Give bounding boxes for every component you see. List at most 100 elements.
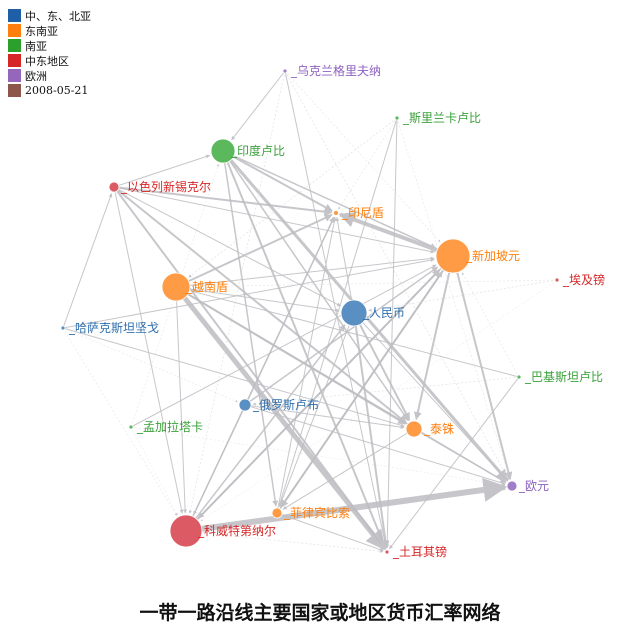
legend-item-north-asia[interactable]: 中、东、北亚 — [8, 8, 91, 23]
node-label: _土耳其镑 — [392, 544, 447, 559]
edge — [385, 117, 398, 549]
node-label: _巴基斯坦卢比 — [524, 369, 603, 384]
edge — [222, 150, 279, 507]
legend-label: 2008-05-21 — [25, 84, 89, 97]
edge — [191, 290, 520, 378]
node-circle[interactable] — [516, 374, 522, 380]
edge — [353, 312, 508, 482]
legend-swatch — [8, 84, 21, 97]
node-label: _乌克兰格里夫纳 — [290, 63, 381, 78]
edge — [413, 255, 454, 421]
edge — [113, 186, 407, 424]
node-label: _印尼盾 — [341, 206, 384, 220]
node[interactable]: _菲律宾比索 — [271, 505, 350, 520]
node-circle[interactable] — [435, 238, 471, 274]
node-label: _以色列新锡克尔 — [120, 179, 211, 194]
edge — [175, 286, 507, 484]
edge — [276, 217, 337, 514]
legend: 中、东、北亚 东南亚 南亚 中东地区 欧洲 2008-05-21 — [8, 8, 91, 98]
edge — [175, 286, 340, 313]
legend-item-southeast-asia[interactable]: 东南亚 — [8, 23, 91, 38]
node-circle[interactable] — [282, 68, 288, 74]
node[interactable]: _埃及镑 — [554, 272, 605, 287]
chart-title: 一带一路沿线主要国家或地区货币汇率网络 — [139, 602, 501, 624]
edge — [113, 154, 211, 188]
edge — [130, 426, 506, 486]
nodes: _乌克兰格里夫纳 _斯里兰卡卢比 _印度卢比 _以色列新锡克尔 _印尼盾 _新加坡元 _埃及… — [60, 63, 605, 559]
edge — [175, 256, 435, 288]
node[interactable]: _俄罗斯卢布 — [238, 397, 319, 412]
node[interactable]: _欧元 — [506, 479, 549, 493]
edge — [244, 404, 405, 430]
edge — [282, 428, 415, 510]
node-circle[interactable] — [238, 398, 252, 412]
edge — [222, 150, 437, 249]
node[interactable]: _印度卢比 — [210, 138, 285, 164]
edge — [62, 258, 435, 329]
node-label: _斯里兰卡卢比 — [402, 110, 481, 125]
edge — [175, 286, 188, 514]
legend-item-middle-east[interactable]: 中东地区 — [8, 53, 91, 68]
node-circle[interactable] — [554, 277, 560, 283]
node-circle[interactable] — [333, 210, 339, 216]
node-label: _菲律宾比索 — [283, 505, 350, 520]
legend-swatch — [8, 9, 21, 22]
edge — [113, 186, 386, 550]
node-label: _哈萨克斯坦坚戈 — [68, 321, 159, 335]
edge — [185, 530, 384, 553]
node[interactable]: _人民币 — [340, 299, 405, 327]
edge — [174, 285, 387, 551]
node-circle[interactable] — [394, 115, 400, 121]
node[interactable]: _孟加拉塔卡 — [128, 419, 203, 434]
node[interactable]: _印尼盾 — [333, 206, 385, 220]
edge — [222, 150, 387, 550]
edge — [62, 327, 177, 516]
node[interactable]: _土耳其镑 — [384, 544, 447, 559]
edge — [389, 376, 520, 550]
node-label: _俄罗斯卢布 — [252, 397, 319, 412]
node-label: _泰铢 — [423, 421, 454, 436]
network-graph: _乌克兰格里夫纳 _斯里兰卡卢比 _印度卢比 _以色列新锡克尔 _印尼盾 _新加坡元 _埃及… — [60, 63, 605, 559]
edge — [113, 186, 184, 514]
node-circle[interactable] — [108, 181, 120, 193]
node[interactable]: _以色列新锡克尔 — [108, 179, 211, 194]
edge — [188, 70, 286, 514]
edge — [130, 426, 178, 516]
edge — [222, 150, 333, 212]
legend-item-date[interactable]: 2008-05-21 — [8, 83, 91, 98]
node[interactable]: _乌克兰格里夫纳 — [282, 63, 381, 78]
node-circle[interactable] — [161, 272, 191, 302]
node[interactable]: _泰铢 — [405, 420, 454, 438]
node-circle[interactable] — [384, 549, 390, 555]
node[interactable]: _斯里兰卡卢比 — [394, 110, 481, 125]
legend-label: 中、东、北亚 — [25, 9, 91, 23]
legend-item-europe[interactable]: 欧洲 — [8, 68, 91, 83]
edge — [222, 150, 409, 422]
edge — [278, 312, 355, 507]
node-circle[interactable] — [405, 420, 423, 438]
node[interactable]: _越南盾 — [161, 272, 228, 302]
node-circle[interactable] — [506, 480, 518, 492]
node-circle[interactable] — [169, 514, 203, 548]
node-label: _新加坡元 — [465, 248, 520, 263]
node-label: _人民币 — [362, 306, 405, 320]
legend-label: 南亚 — [25, 39, 47, 53]
legend-item-south-asia[interactable]: 南亚 — [8, 38, 91, 53]
edge — [185, 324, 346, 532]
node-circle[interactable] — [271, 507, 283, 519]
node[interactable]: _新加坡元 — [435, 238, 520, 274]
edge — [62, 193, 113, 329]
legend-label: 欧洲 — [25, 69, 47, 83]
node-label: _埃及镑 — [562, 272, 605, 287]
node-circle[interactable] — [340, 299, 368, 327]
node[interactable]: _科威特第纳尔 — [169, 514, 276, 548]
edges — [62, 70, 558, 553]
node-circle[interactable] — [60, 325, 66, 331]
edge — [130, 264, 437, 428]
node[interactable]: _巴基斯坦卢比 — [516, 369, 603, 384]
edge — [276, 271, 443, 514]
edge — [284, 70, 441, 243]
node[interactable]: _哈萨克斯坦坚戈 — [60, 321, 159, 335]
node-circle[interactable] — [210, 138, 236, 164]
node-circle[interactable] — [128, 424, 134, 430]
